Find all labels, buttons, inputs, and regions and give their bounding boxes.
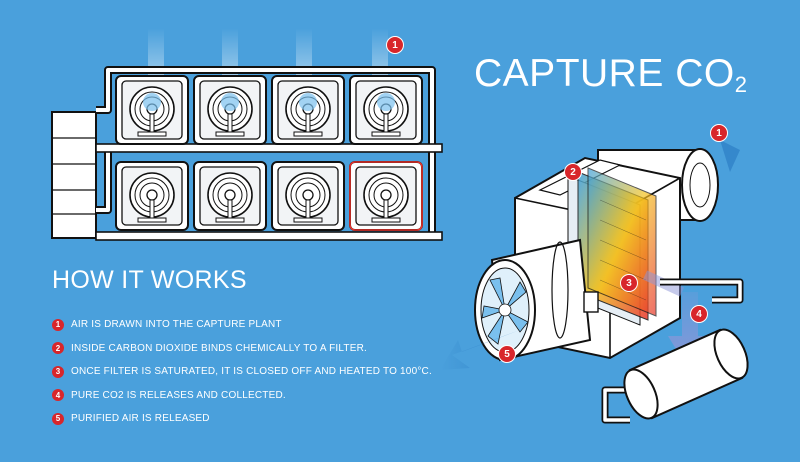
fan-icon	[481, 277, 529, 345]
badge-heating: 3	[620, 274, 638, 292]
step-text: AIR IS DRAWN INTO THE CAPTURE PLANT	[71, 319, 282, 331]
fan-unit	[271, 161, 345, 231]
step-text: INSIDE CARBON DIOXIDE BINDS CHEMICALLY T…	[71, 342, 368, 354]
shelf	[95, 231, 443, 241]
side-tank	[51, 111, 97, 239]
step-number-badge: 4	[52, 389, 64, 402]
air-in-arrow	[720, 140, 740, 172]
step-number-badge: 3	[52, 365, 64, 378]
badge-plant-air-in: 1	[386, 36, 404, 54]
fan-unit	[115, 161, 189, 231]
step-text: PURIFIED AIR IS RELEASED	[71, 413, 210, 425]
step-text: PURE CO2 IS RELEASES AND COLLECTED.	[71, 389, 286, 401]
step-text: ONCE FILTER IS SATURATED, IT IS CLOSED O…	[71, 366, 432, 378]
capture-unit-diagram	[440, 140, 749, 424]
shelf	[95, 143, 443, 153]
fan-unit	[193, 161, 267, 231]
badge-co2-release: 4	[690, 305, 708, 323]
step-3: 3 ONCE FILTER IS SATURATED, IT IS CLOSED …	[52, 360, 432, 384]
page-title: CAPTURE CO2	[474, 52, 748, 97]
step-number-badge: 1	[52, 318, 64, 331]
exhaust-fan	[474, 238, 599, 362]
subscript-2: 2	[734, 72, 748, 97]
step-1: 1 AIR IS DRAWN INTO THE CAPTURE PLANT	[52, 313, 432, 337]
step-4: 4 PURE CO2 IS RELEASES AND COLLECTED.	[52, 384, 432, 408]
step-number-badge: 2	[52, 342, 64, 355]
badge-unit-air-in: 1	[710, 124, 728, 142]
pipe-frame	[96, 66, 436, 234]
step-5: 5 PURIFIED AIR IS RELEASED	[52, 407, 432, 431]
step-number-badge: 5	[52, 412, 64, 425]
step-2: 2 INSIDE CARBON DIOXIDE BINDS CHEMICALLY …	[52, 337, 432, 361]
how-it-works-heading: HOW IT WORKS	[52, 266, 247, 294]
fan-unit-heated	[349, 161, 423, 231]
steps-list: 1 AIR IS DRAWN INTO THE CAPTURE PLANT 2 IN…	[52, 313, 432, 431]
air-out-arrow	[440, 330, 520, 370]
badge-filter: 2	[564, 163, 582, 181]
co2-tank	[623, 328, 749, 420]
badge-air-release: 5	[498, 345, 516, 363]
